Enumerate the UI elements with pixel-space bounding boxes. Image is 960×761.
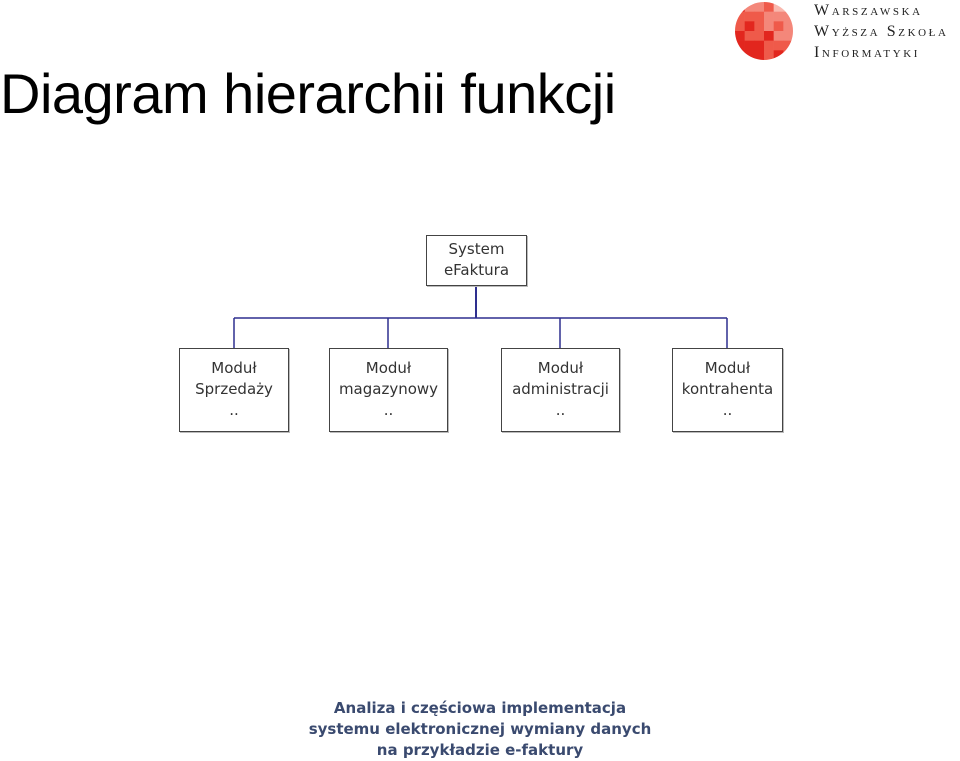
logo-tile — [764, 31, 774, 41]
logo-tile — [744, 21, 755, 32]
footer-line: na przykładzie e-faktury — [376, 741, 584, 759]
node-label: .. — [383, 401, 394, 419]
logo-tile — [783, 21, 793, 32]
logo-tile — [754, 31, 765, 41]
logo-tile — [764, 11, 774, 22]
logo-tile — [764, 40, 774, 51]
footer-line: Analiza i częściowa implementacja — [333, 699, 627, 717]
node-label: .. — [722, 401, 733, 419]
logo-tile — [764, 2, 774, 12]
footer-line: systemu elektronicznej wymiany danych — [308, 720, 652, 738]
logo-text: Warszawska Wyższa Szkoła Informatyki — [814, 0, 949, 63]
node-label: .. — [229, 401, 239, 419]
node-label: Moduł — [537, 359, 584, 377]
node-modul-kontrahenta: Moduł kontrahenta .. — [672, 348, 783, 432]
logo-tile — [754, 40, 765, 51]
node-modul-sprzedazy: Moduł Sprzedaży .. — [179, 348, 289, 432]
logo-tile — [744, 50, 755, 60]
logo-mark-icon — [735, 2, 793, 60]
node-modul-administracji: Moduł administracji .. — [501, 348, 620, 432]
node-modul-magazynowy: Moduł magazynowy .. — [329, 348, 448, 432]
node-label: magazynowy — [338, 380, 439, 398]
logo-tile — [783, 11, 793, 22]
node-label: .. — [555, 401, 566, 419]
logo-tile — [744, 31, 755, 41]
node-label: administracji — [512, 380, 609, 398]
logo-tile — [764, 21, 774, 32]
logo-tile — [773, 40, 784, 51]
logo-tile — [754, 21, 765, 32]
logo-tile — [773, 11, 784, 22]
logo-tile — [744, 2, 755, 12]
logo-tile — [754, 50, 765, 60]
logo-tile — [783, 31, 793, 41]
node-label: System — [448, 240, 505, 258]
node-label: Moduł — [704, 359, 751, 377]
logo-tile — [773, 2, 784, 12]
logo-tile — [783, 40, 793, 51]
logo-tile — [744, 40, 755, 51]
logo-tile — [735, 21, 745, 32]
wwsi-logo: Warszawska Wyższa Szkoła Informatyki — [733, 0, 960, 64]
node-label: eFaktura — [443, 261, 510, 279]
logo-tile — [773, 31, 784, 41]
logo-tile — [773, 21, 784, 32]
logo-tile — [773, 50, 784, 60]
logo-line: Warszawska — [814, 2, 923, 19]
logo-tile — [754, 2, 765, 12]
node-label: kontrahenta — [681, 380, 774, 398]
node-label: Sprzedaży — [195, 380, 273, 398]
logo-tile — [735, 40, 745, 51]
node-label: Moduł — [365, 359, 412, 377]
page-title: Diagram hierarchii funkcji — [0, 62, 616, 125]
logo-tile — [735, 11, 745, 22]
node-root-system: System eFaktura — [426, 235, 527, 286]
footer-caption: Analiza i częściowa implementacja system… — [290, 698, 670, 761]
logo-tile — [735, 31, 745, 41]
logo-line: Informatyki — [814, 44, 921, 61]
logo-tile — [754, 11, 765, 22]
logo-tile — [764, 50, 774, 60]
logo-line: Wyższa Szkoła — [814, 23, 949, 40]
node-label: Moduł — [211, 359, 257, 377]
logo-tile — [744, 11, 755, 22]
